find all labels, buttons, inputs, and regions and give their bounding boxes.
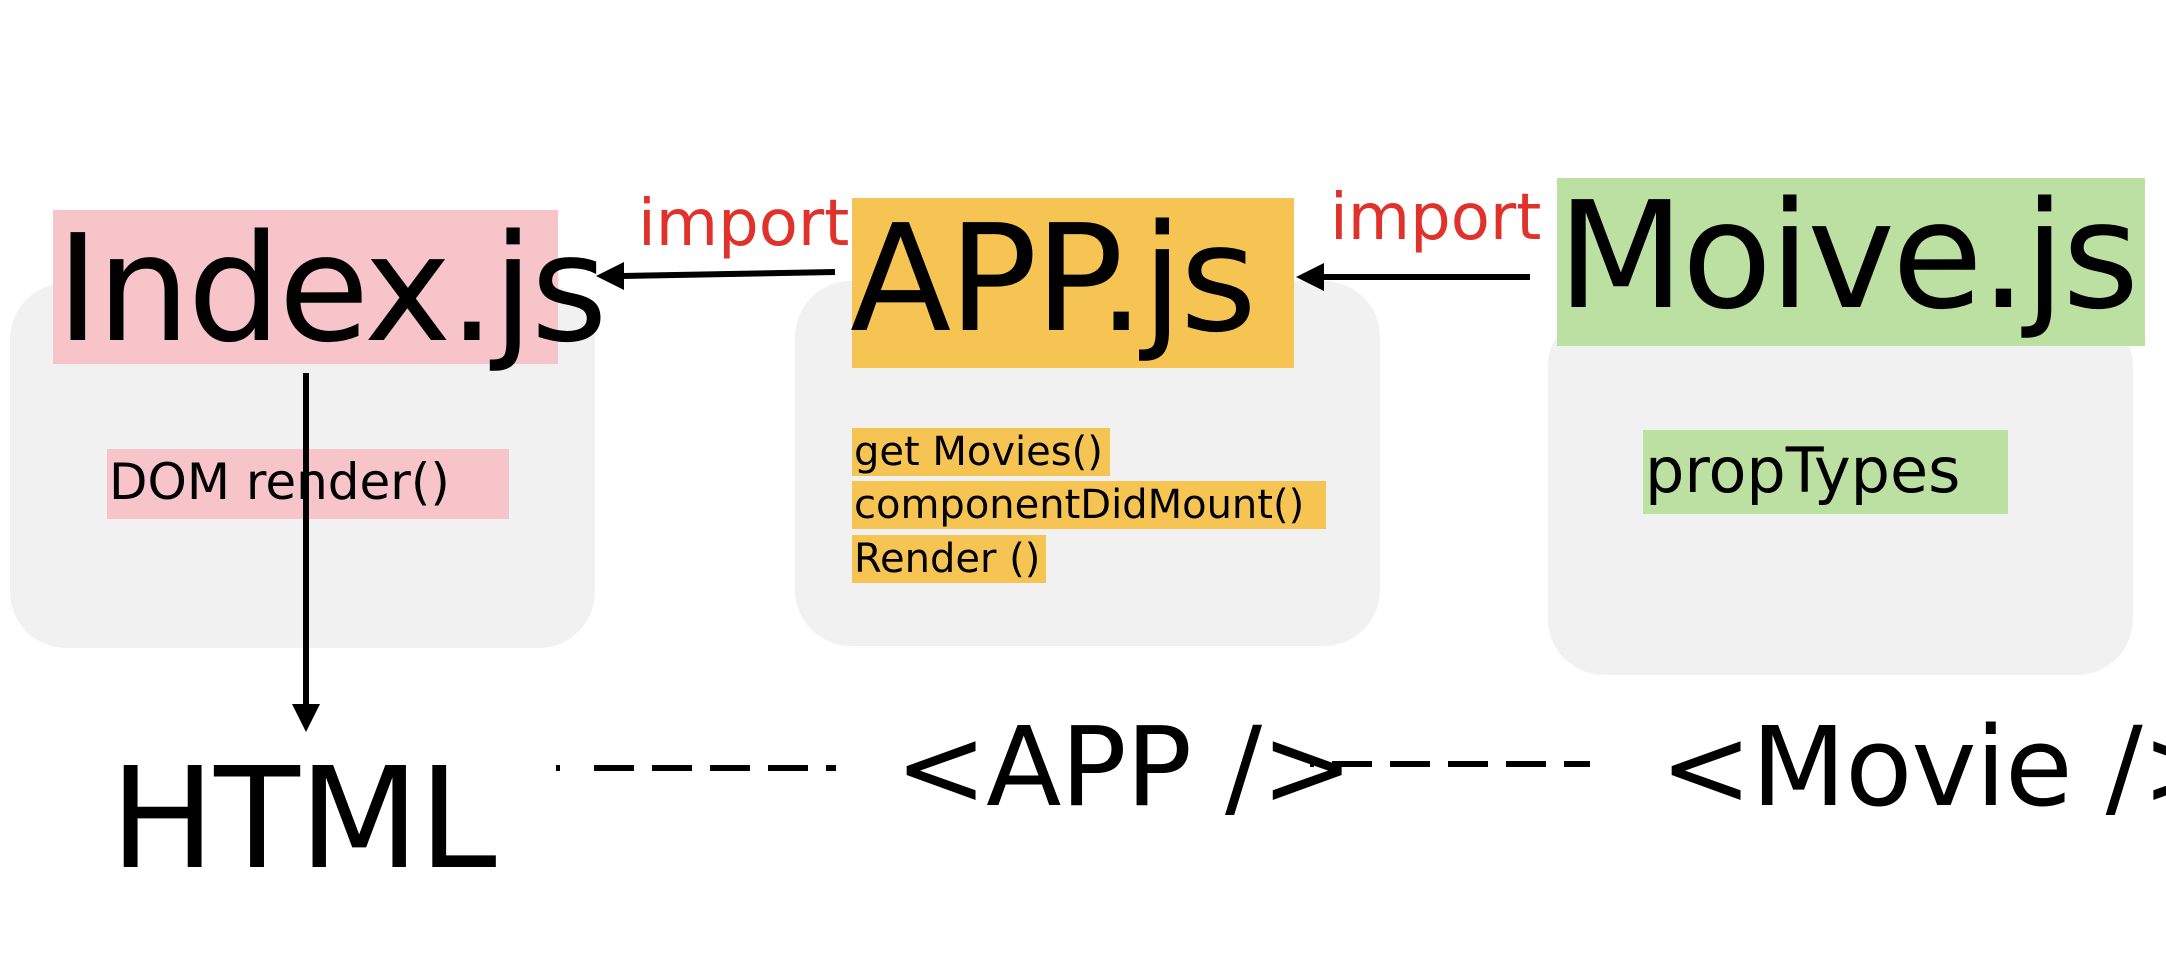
method-component-did-mount: componentDidMount() bbox=[854, 482, 1305, 528]
import-label-app-to-index: import bbox=[638, 187, 850, 261]
proptypes-highlight bbox=[1643, 430, 2008, 514]
movie-title: Moive.js bbox=[1557, 170, 2139, 342]
arrowhead-app bbox=[1296, 263, 1324, 291]
arrowhead-index bbox=[596, 262, 624, 290]
arrowhead-html bbox=[292, 704, 320, 732]
arrow-app-to-index bbox=[621, 269, 836, 279]
index-title-highlight bbox=[53, 210, 558, 364]
method-highlight-3 bbox=[852, 535, 1046, 583]
app-title-highlight bbox=[852, 198, 1294, 368]
method-highlight-1 bbox=[852, 428, 1110, 476]
method-get-movies: get Movies() bbox=[854, 429, 1103, 475]
method-render: Render () bbox=[854, 536, 1041, 582]
index-title: Index.js bbox=[56, 203, 608, 375]
proptypes-label: propTypes bbox=[1645, 434, 1961, 507]
app-tag-label: <APP /> bbox=[895, 703, 1353, 831]
movie-tag-label: <Movie /> bbox=[1660, 703, 2166, 831]
import-label-movie-to-app: import bbox=[1330, 181, 1542, 255]
dom-render-label: DOM render() bbox=[109, 453, 450, 511]
app-title: APP.js bbox=[850, 193, 1257, 365]
movie-title-highlight bbox=[1557, 178, 2145, 346]
html-output-label: HTML bbox=[110, 738, 497, 901]
method-highlight-2 bbox=[852, 481, 1326, 529]
